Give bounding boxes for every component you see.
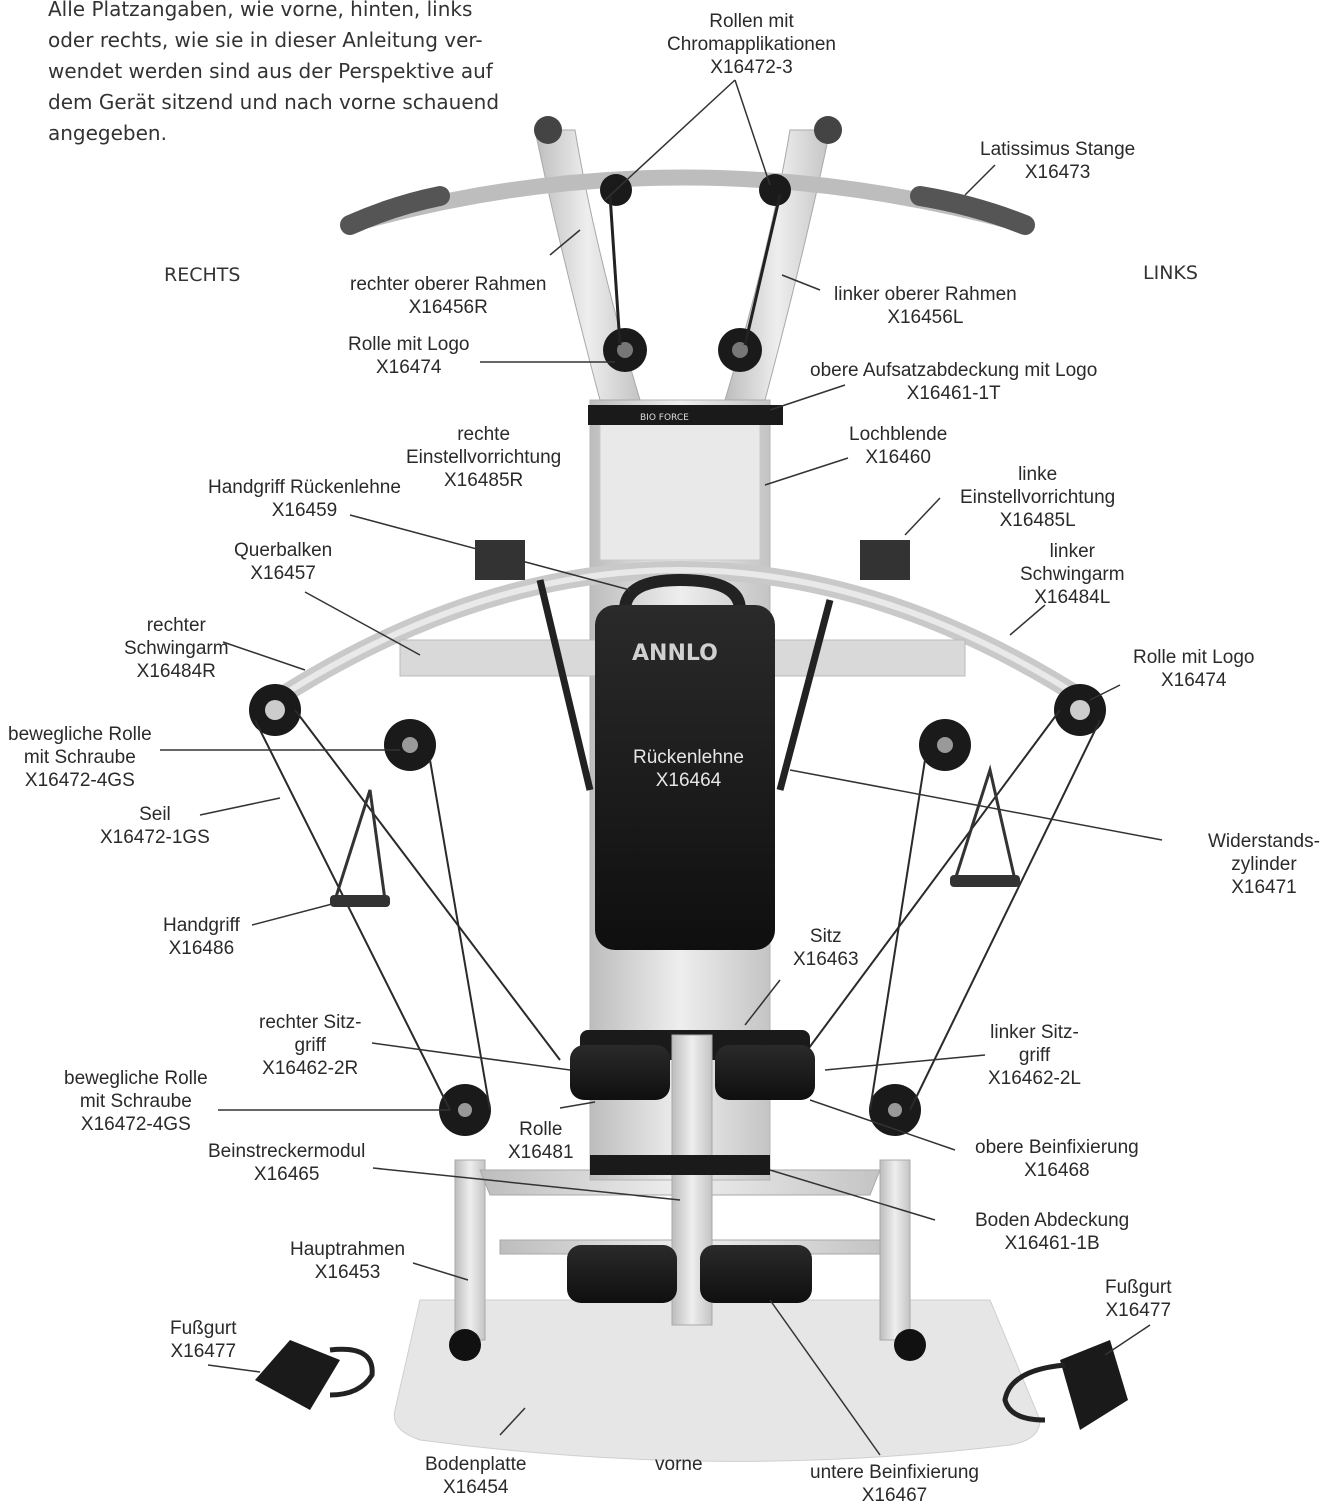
side-label-right: RECHTS	[164, 264, 241, 286]
backrest-logo: ANNLO	[632, 641, 718, 666]
intro-text: Alle Platzangaben, wie vorne, hinten, li…	[48, 0, 548, 149]
intro-line: dem Gerät sitzend und nach vorne schauen…	[48, 90, 500, 114]
floor-plate	[393, 1299, 1041, 1462]
intro-line: oder rechts, wie sie in dieser Anleitung…	[48, 28, 483, 52]
handle-left	[952, 764, 1017, 882]
top-cover-logo-text: BIO FORCE	[640, 413, 689, 423]
foot-strap-right	[255, 1340, 375, 1410]
handle-right	[332, 789, 387, 902]
cables	[254, 709, 1101, 1111]
lower-leg-pad-right	[567, 1245, 677, 1303]
label-vorne: vorne	[655, 1454, 703, 1475]
upper-leg-pad-left	[715, 1045, 815, 1100]
backrest-pad	[595, 605, 775, 950]
top-cover	[588, 405, 783, 425]
intro-line: angegeben.	[48, 121, 167, 145]
leader-lines	[160, 79, 1163, 1456]
side-label-left: LINKS	[1143, 262, 1198, 284]
intro-line: wendet werden sind aus der Perspektive a…	[48, 59, 493, 83]
foot-strap-left	[1002, 1340, 1128, 1430]
base-foot	[449, 1329, 481, 1361]
lower-leg-pad-left	[700, 1245, 812, 1303]
upper-leg-pad-right	[570, 1045, 670, 1100]
backrest-handle	[619, 573, 746, 611]
intro-line: Alle Platzangaben, wie vorne, hinten, li…	[48, 0, 473, 21]
base-foot	[894, 1329, 926, 1361]
